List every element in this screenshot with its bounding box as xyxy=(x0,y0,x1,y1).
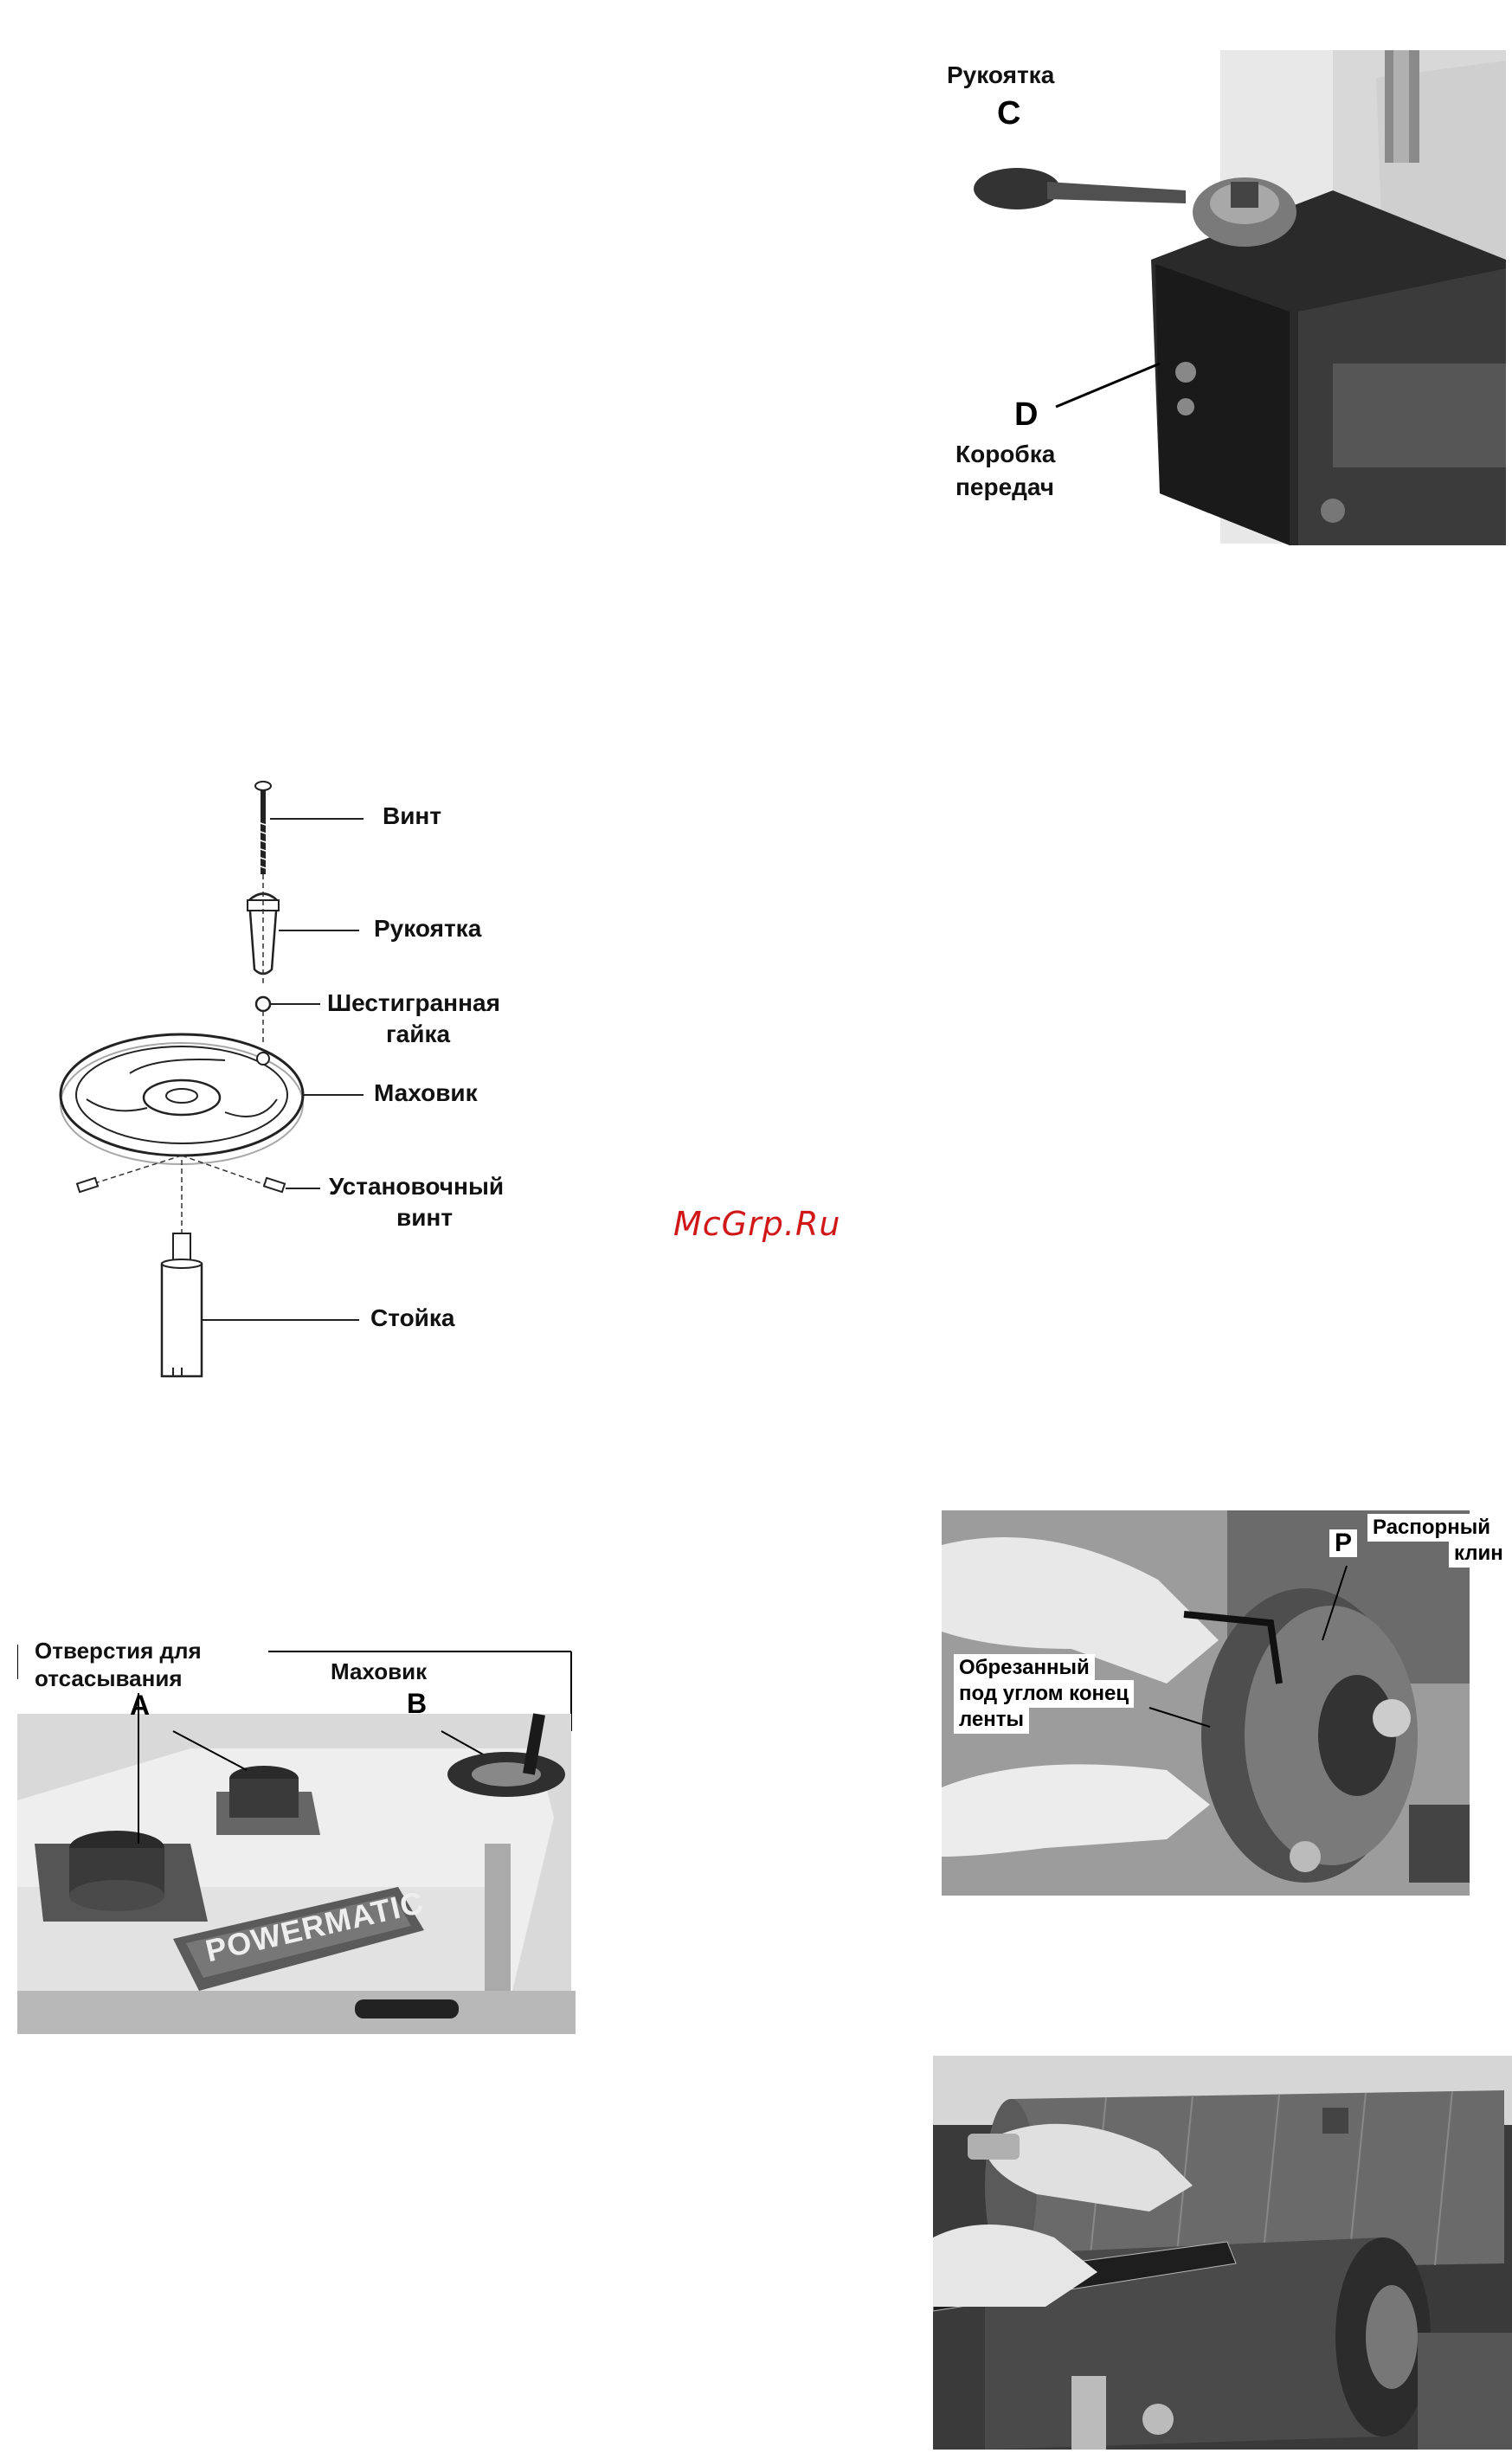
label-screw: Винт xyxy=(383,802,441,831)
exploded-drawing xyxy=(52,770,571,1394)
machine-figure: Отверстия для отсасывания A Маховик B PO… xyxy=(17,1627,576,2034)
gearbox-photo xyxy=(926,43,1512,563)
label-set-screw-2: винт xyxy=(396,1203,453,1233)
handwheel-label: Маховик xyxy=(331,1657,427,1686)
handwheel-exploded-diagram: Винт Рукоятка Шестигранная гайка Маховик… xyxy=(52,770,571,1394)
label-hex-nut-2: гайка xyxy=(386,1020,450,1049)
dust-port-letter-a: A xyxy=(130,1690,150,1722)
dust-ports-label-1: Отверстия для xyxy=(31,1636,205,1665)
watermark: McGrp.Ru xyxy=(673,1205,840,1243)
tape-leader xyxy=(942,1510,1512,1900)
label-handle: Рукоятка xyxy=(374,914,481,943)
dust-ports-label-2: отсасывания xyxy=(31,1664,186,1693)
gearbox-figure: Рукоятка C D Коробка передач xyxy=(926,43,1512,563)
label-handwheel: Маховик xyxy=(374,1078,478,1108)
drum-wrapping-photo xyxy=(933,2056,1512,2450)
label-post: Стойка xyxy=(370,1304,454,1333)
drum-wedge-figure: P Распорный клин Обрезанный под углом ко… xyxy=(942,1510,1512,1900)
handwheel-letter-b: B xyxy=(407,1688,427,1720)
label-hex-nut-1: Шестигранная xyxy=(327,988,500,1018)
label-set-screw-1: Установочный xyxy=(329,1172,504,1201)
